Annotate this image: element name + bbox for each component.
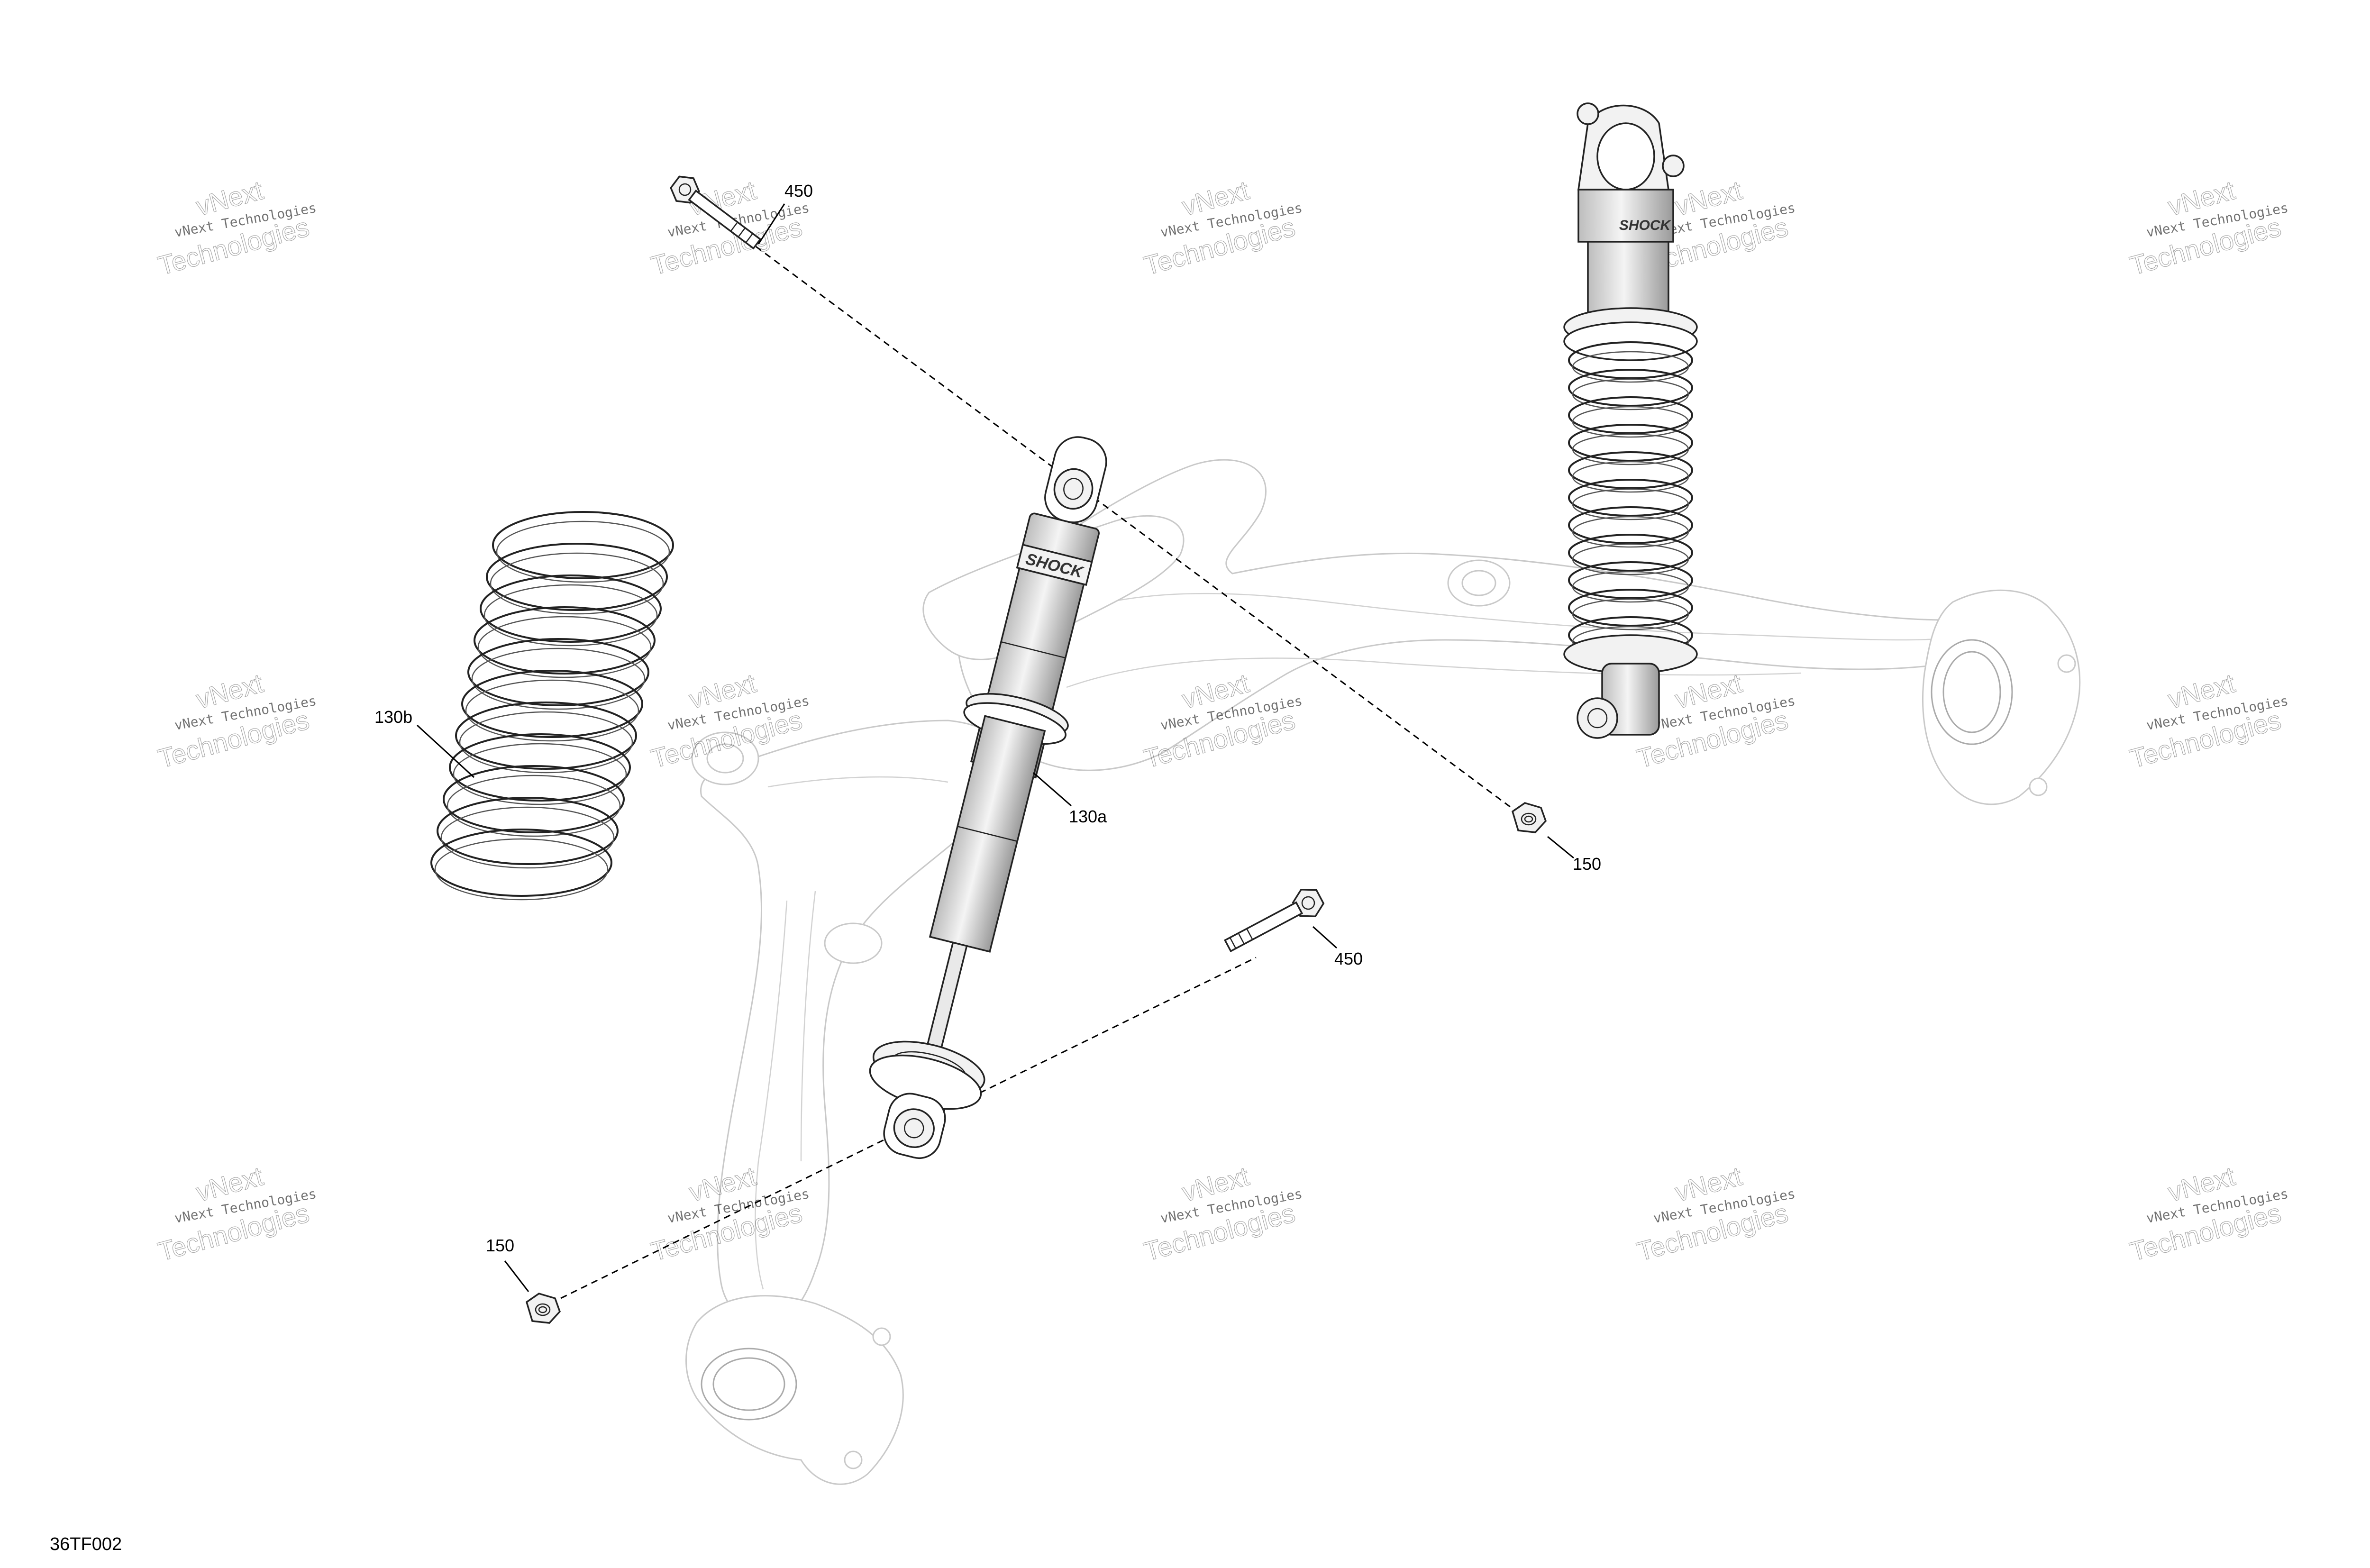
coil-loop-inner: [1572, 351, 1689, 383]
assembly-line-top-bolt: [692, 198, 1522, 816]
shock-bottom-eye: [893, 1108, 935, 1149]
coilover-lower-eye: [1577, 697, 1618, 739]
coil-loop-inner: [477, 616, 652, 678]
watermark: vNext Technologies vNext Technologies: [155, 667, 318, 774]
watermark: vNext Technologies vNext Technologies: [2126, 667, 2289, 774]
watermark: vNext Technologies vNext Technologies: [155, 1160, 318, 1267]
leader-130a: [1033, 772, 1072, 807]
figure-id: 36TF002: [50, 1534, 122, 1554]
bolt-450-bottom[interactable]: [1221, 884, 1327, 959]
coil-loop-inner: [1572, 598, 1689, 630]
coil-loop: [492, 511, 674, 579]
leader-450-bottom: [1312, 926, 1338, 949]
callout-150-left: 150: [486, 1236, 514, 1255]
callout-130b: 130b: [374, 707, 412, 727]
coilover-logo: SHOCK: [1619, 218, 1672, 233]
coil-loop: [1568, 341, 1693, 379]
coil-loop: [1568, 561, 1693, 599]
shock-top-eye: [1053, 468, 1094, 510]
coil-loop: [430, 829, 612, 897]
watermark: vNext Technologies vNext Technologies: [1140, 1160, 1304, 1267]
bolt-450-top[interactable]: [666, 171, 766, 255]
coil-loop-inner: [1572, 461, 1689, 493]
nut-150-left[interactable]: [525, 1293, 561, 1324]
coil-loop: [443, 765, 625, 833]
coil-loop-inner: [465, 679, 639, 742]
ghost-suspension-assembly: [685, 459, 2081, 1485]
coil-loop-inner: [453, 743, 627, 805]
coil-loop-inner: [471, 647, 646, 710]
watermark: vNext Technologies vNext Technologies: [1633, 1160, 1796, 1267]
coil-loop: [467, 638, 649, 706]
watermark: vNext Technologies vNext Technologies: [2126, 174, 2289, 281]
watermark: vNext Technologies vNext Technologies: [1140, 174, 1304, 281]
leader-130b: [416, 724, 475, 778]
coil-loop: [474, 606, 656, 675]
coil-loop: [1568, 479, 1693, 517]
rear-coilover[interactable]: SHOCK: [1563, 102, 1698, 739]
coil-loop-inner: [1572, 433, 1689, 465]
callout-450-bottom: 450: [1334, 949, 1363, 968]
coil-loop-inner: [459, 711, 633, 774]
coil-loop: [455, 702, 637, 770]
shock-absorber[interactable]: SHOCK: [852, 425, 1141, 1170]
coil-loop: [1568, 589, 1693, 627]
coil-loop: [1568, 369, 1693, 407]
coil-spring[interactable]: [430, 511, 674, 901]
coil-loop-inner: [447, 775, 621, 837]
leader-450-top: [757, 203, 785, 245]
coil-loop-inner: [434, 838, 609, 901]
callout-150-right: 150: [1573, 854, 1601, 874]
coil-loop: [1568, 506, 1693, 544]
coil-loop: [486, 543, 668, 611]
coil-loop-inner: [1572, 543, 1689, 575]
coil-loop-inner: [1572, 516, 1689, 548]
coil-loop: [1568, 451, 1693, 489]
spring-coils: [430, 511, 674, 901]
coil-loop: [1568, 534, 1693, 572]
leader-150-left: [504, 1260, 529, 1292]
leader-150-right: [1547, 836, 1574, 859]
watermark: vNext Technologies vNext Technologies: [155, 174, 318, 281]
coil-loop-inner: [1572, 488, 1689, 520]
coil-loop: [1568, 424, 1693, 462]
watermark: vNext Technologies vNext Technologies: [2126, 1160, 2289, 1267]
coil-loop-inner: [483, 584, 658, 647]
coilover-spring-coils: [1568, 341, 1693, 658]
coil-loop-inner: [1572, 406, 1689, 438]
coil-loop: [461, 670, 643, 738]
coil-loop-inner: [1572, 571, 1689, 603]
coil-loop-inner: [490, 552, 664, 615]
callout-450-top: 450: [784, 181, 813, 201]
coil-loop: [480, 574, 662, 643]
coil-loop: [437, 797, 619, 865]
nut-150-right[interactable]: [1511, 802, 1547, 833]
callout-130a: 130a: [1069, 807, 1107, 826]
coil-loop-inner: [496, 520, 670, 583]
coil-loop-inner: [1572, 378, 1689, 410]
coil-loop-inner: [440, 806, 615, 869]
coil-loop: [1568, 396, 1693, 434]
coil-loop: [449, 733, 631, 802]
